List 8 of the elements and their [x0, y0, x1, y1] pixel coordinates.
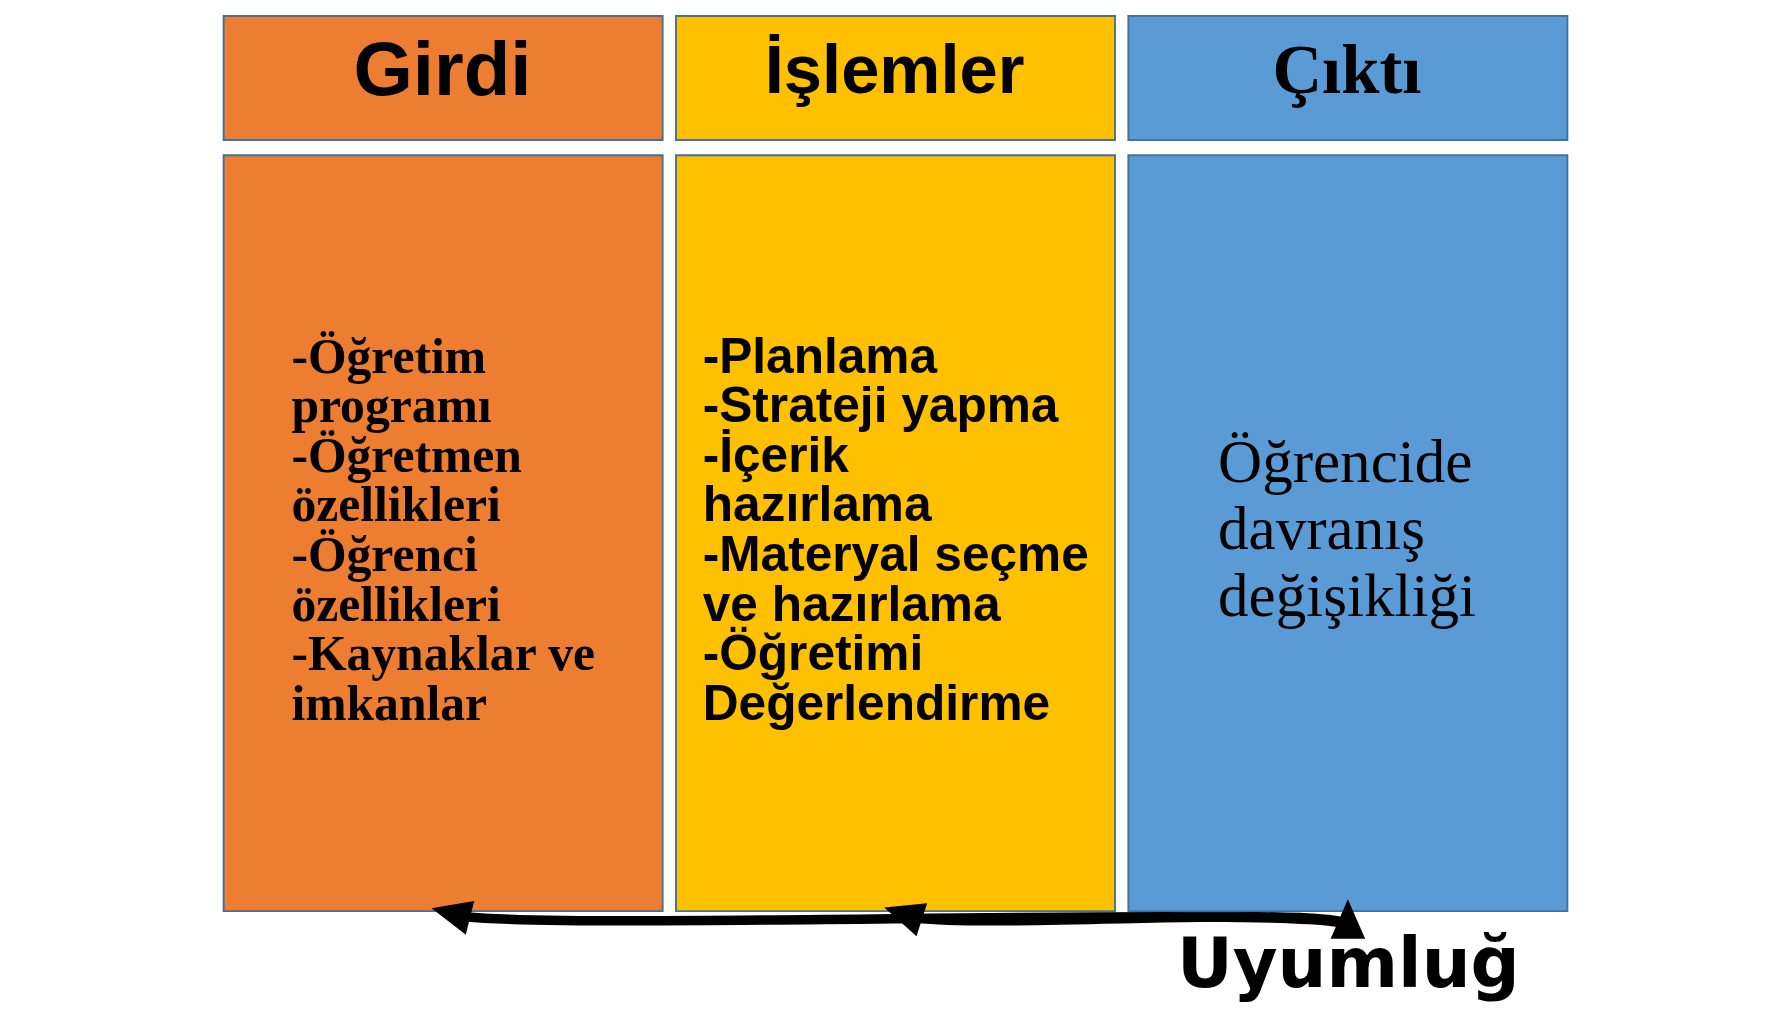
node-box: -Öğretim programı -Öğretmen özellikleri -Öğrenci özellikleri -Kaynaklar ve imkanlar	[222, 154, 664, 913]
node-box: Çıktı	[1127, 15, 1569, 141]
arrow	[1330, 899, 1366, 939]
node-box: İşlemler	[675, 15, 1116, 141]
node-text: Uyumluğ	[1177, 923, 1520, 1004]
node-box: Öğrencide davranış değişikliği	[1127, 154, 1569, 913]
node-box: Girdi	[222, 15, 664, 141]
node-box: -Planlama -Strateji yapma -İçerik hazırlama -Materyal seçme ve hazırlama -Öğretimi Değerlendirme	[675, 154, 1116, 913]
